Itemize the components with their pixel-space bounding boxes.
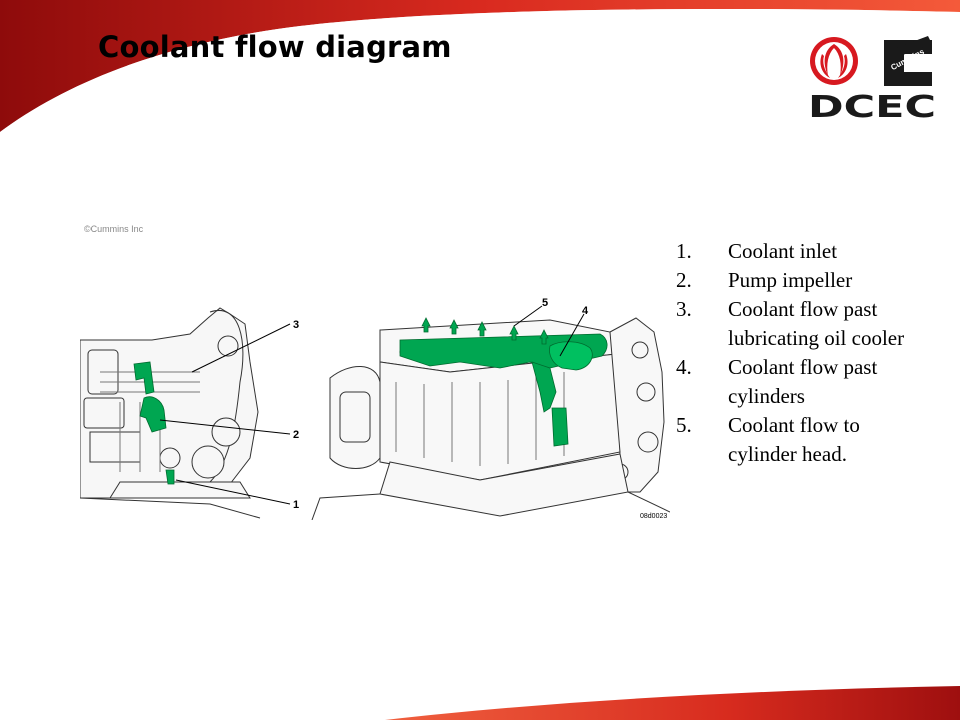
legend-number: 4. (676, 355, 692, 379)
legend-item: 1. Coolant inlet (676, 237, 916, 266)
legend-number: 3. (676, 297, 692, 321)
brand-logos: Cummins DCEC (808, 34, 940, 125)
callout-3-left: 3 (293, 319, 299, 331)
legend-text: Coolant inlet (728, 239, 838, 263)
legend-text: Coolant flow to cylinder head. (728, 413, 860, 466)
legend-number: 1. (676, 239, 692, 263)
legend-list: 1. Coolant inlet 2. Pump impeller 3. Coo… (676, 237, 916, 469)
callout-2-left: 2 (293, 429, 299, 441)
legend-item: 4. Coolant flow past cylinders (676, 353, 916, 411)
right-callouts (513, 305, 585, 357)
callout-1-left: 1 (293, 499, 299, 511)
copyright-text: ©Cummins Inc (84, 224, 144, 234)
dcec-logo-text: DCEC (808, 90, 936, 122)
legend-item: 5. Coolant flow to cylinder head. (676, 411, 916, 469)
legend-text: Coolant flow past lubricating oil cooler (728, 297, 905, 350)
page-title: Coolant flow diagram (98, 30, 452, 64)
left-callouts (159, 323, 291, 505)
callout-4-right: 4 (582, 305, 589, 317)
image-code-text: 08d0023 (640, 513, 667, 520)
legend-text: Pump impeller (728, 268, 853, 292)
callout-5-right: 5 (542, 297, 548, 309)
legend-item: 3. Coolant flow past lubricating oil coo… (676, 295, 916, 353)
legend-number: 2. (676, 268, 692, 292)
left-engine-drawing (80, 307, 261, 519)
legend-number: 5. (676, 413, 692, 437)
legend-item: 2. Pump impeller (676, 266, 916, 295)
left-coolant-highlight (133, 361, 175, 485)
legend-text: Coolant flow past cylinders (728, 355, 878, 408)
dongfeng-logo-icon (810, 37, 858, 85)
cummins-logo-icon: Cummins (884, 36, 932, 86)
engine-diagram: ©Cummins Inc (80, 222, 670, 520)
top-swoosh (0, 0, 960, 132)
bottom-swoosh (385, 686, 960, 720)
right-coolant-highlight (399, 317, 608, 447)
